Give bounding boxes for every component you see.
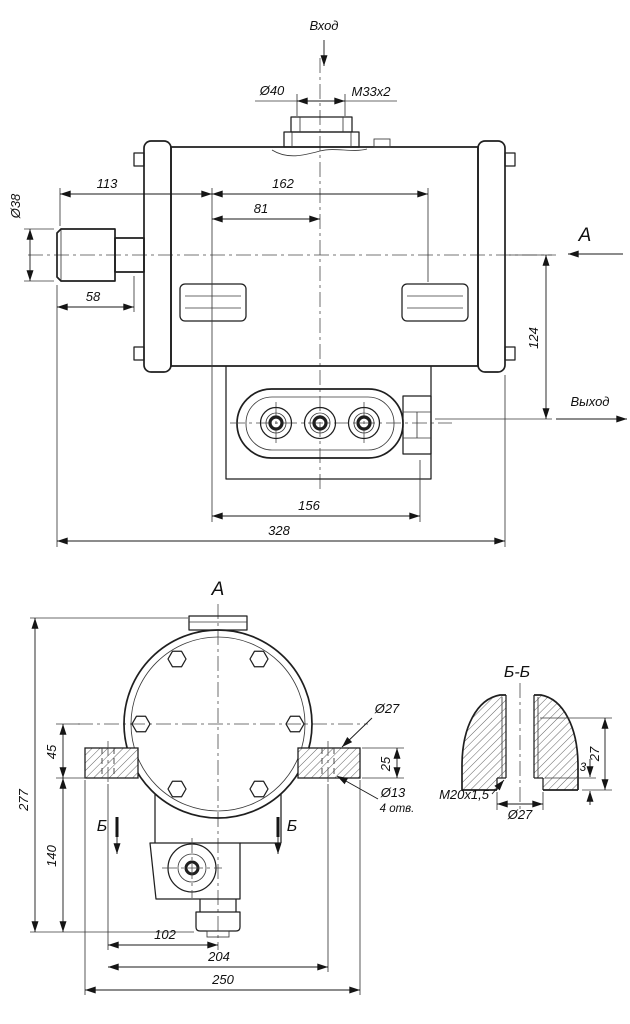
dim-124: 124: [526, 327, 541, 349]
dim-250: 250: [211, 972, 234, 987]
inlet-port: [271, 116, 368, 157]
body-pad: [179, 283, 247, 322]
dim-dia27-bore: Ø27: [507, 807, 533, 822]
thread-callout-m33: М33х2: [351, 84, 391, 99]
section-bb: Б-Б 27 3 М20х1,5 Ø27: [439, 664, 612, 822]
break-line: [271, 148, 368, 157]
dim-162: 162: [272, 176, 294, 191]
mount-lug: [504, 152, 516, 167]
drive-shaft: [56, 228, 145, 282]
view-a: А: [16, 579, 414, 995]
outlet-port: [303, 406, 337, 440]
holes-count-note: 4 отв.: [380, 803, 415, 815]
pump-body: [133, 138, 516, 373]
dim-81: 81: [254, 201, 268, 216]
view-a-arrow-label: А: [578, 225, 592, 246]
dim-45: 45: [44, 744, 59, 759]
section-cut-marker-right: Б: [274, 817, 297, 854]
mount-lug: [133, 346, 145, 361]
dim-25: 25: [378, 756, 393, 772]
mounting-foot-right: [297, 741, 361, 785]
mount-lug: [504, 346, 516, 361]
dim-140: 140: [44, 844, 59, 866]
lower-housing: [149, 794, 282, 938]
flange-bolts: [131, 650, 305, 798]
dim-3: 3: [580, 762, 587, 774]
main-view: Вход Ø40 М33х2 113 162 81 Ø38 58 А: [8, 18, 627, 547]
dim-27: 27: [587, 746, 602, 762]
dim-58: 58: [86, 289, 101, 304]
dim-204: 204: [207, 949, 230, 964]
thread-callout-m20: М20х1,5: [439, 787, 490, 802]
outlet-port: [347, 406, 381, 440]
body-pad: [401, 283, 469, 322]
section-cut-marker-left: Б: [97, 817, 121, 854]
dim-dia13: Ø13: [380, 785, 406, 800]
top-boss: [373, 138, 391, 148]
dim-113: 113: [97, 176, 118, 191]
dim-156: 156: [298, 498, 320, 513]
section-bb-title: Б-Б: [504, 664, 530, 681]
mount-lug: [133, 152, 145, 167]
bottom-nub: [206, 930, 230, 938]
outlet-direction-label: Выход: [570, 394, 609, 409]
inlet-direction-label: Вход: [309, 18, 338, 33]
outlet-side-boss: [402, 395, 432, 455]
section-marker-label: Б: [97, 818, 107, 835]
bottom-flange: [195, 911, 241, 932]
dim-dia38: Ø38: [8, 193, 23, 219]
front-flange: [123, 629, 313, 819]
mounting-foot-left: [84, 741, 139, 785]
outlet-flange: [225, 366, 452, 480]
dim-dia40: Ø40: [259, 83, 285, 98]
view-a-title: А: [211, 579, 225, 600]
dim-102: 102: [154, 927, 176, 942]
outlet-port: [259, 406, 293, 440]
dim-277: 277: [16, 788, 31, 811]
dim-dia27-foot: Ø27: [374, 701, 400, 716]
dim-328: 328: [268, 523, 290, 538]
section-marker-label: Б: [287, 818, 297, 835]
